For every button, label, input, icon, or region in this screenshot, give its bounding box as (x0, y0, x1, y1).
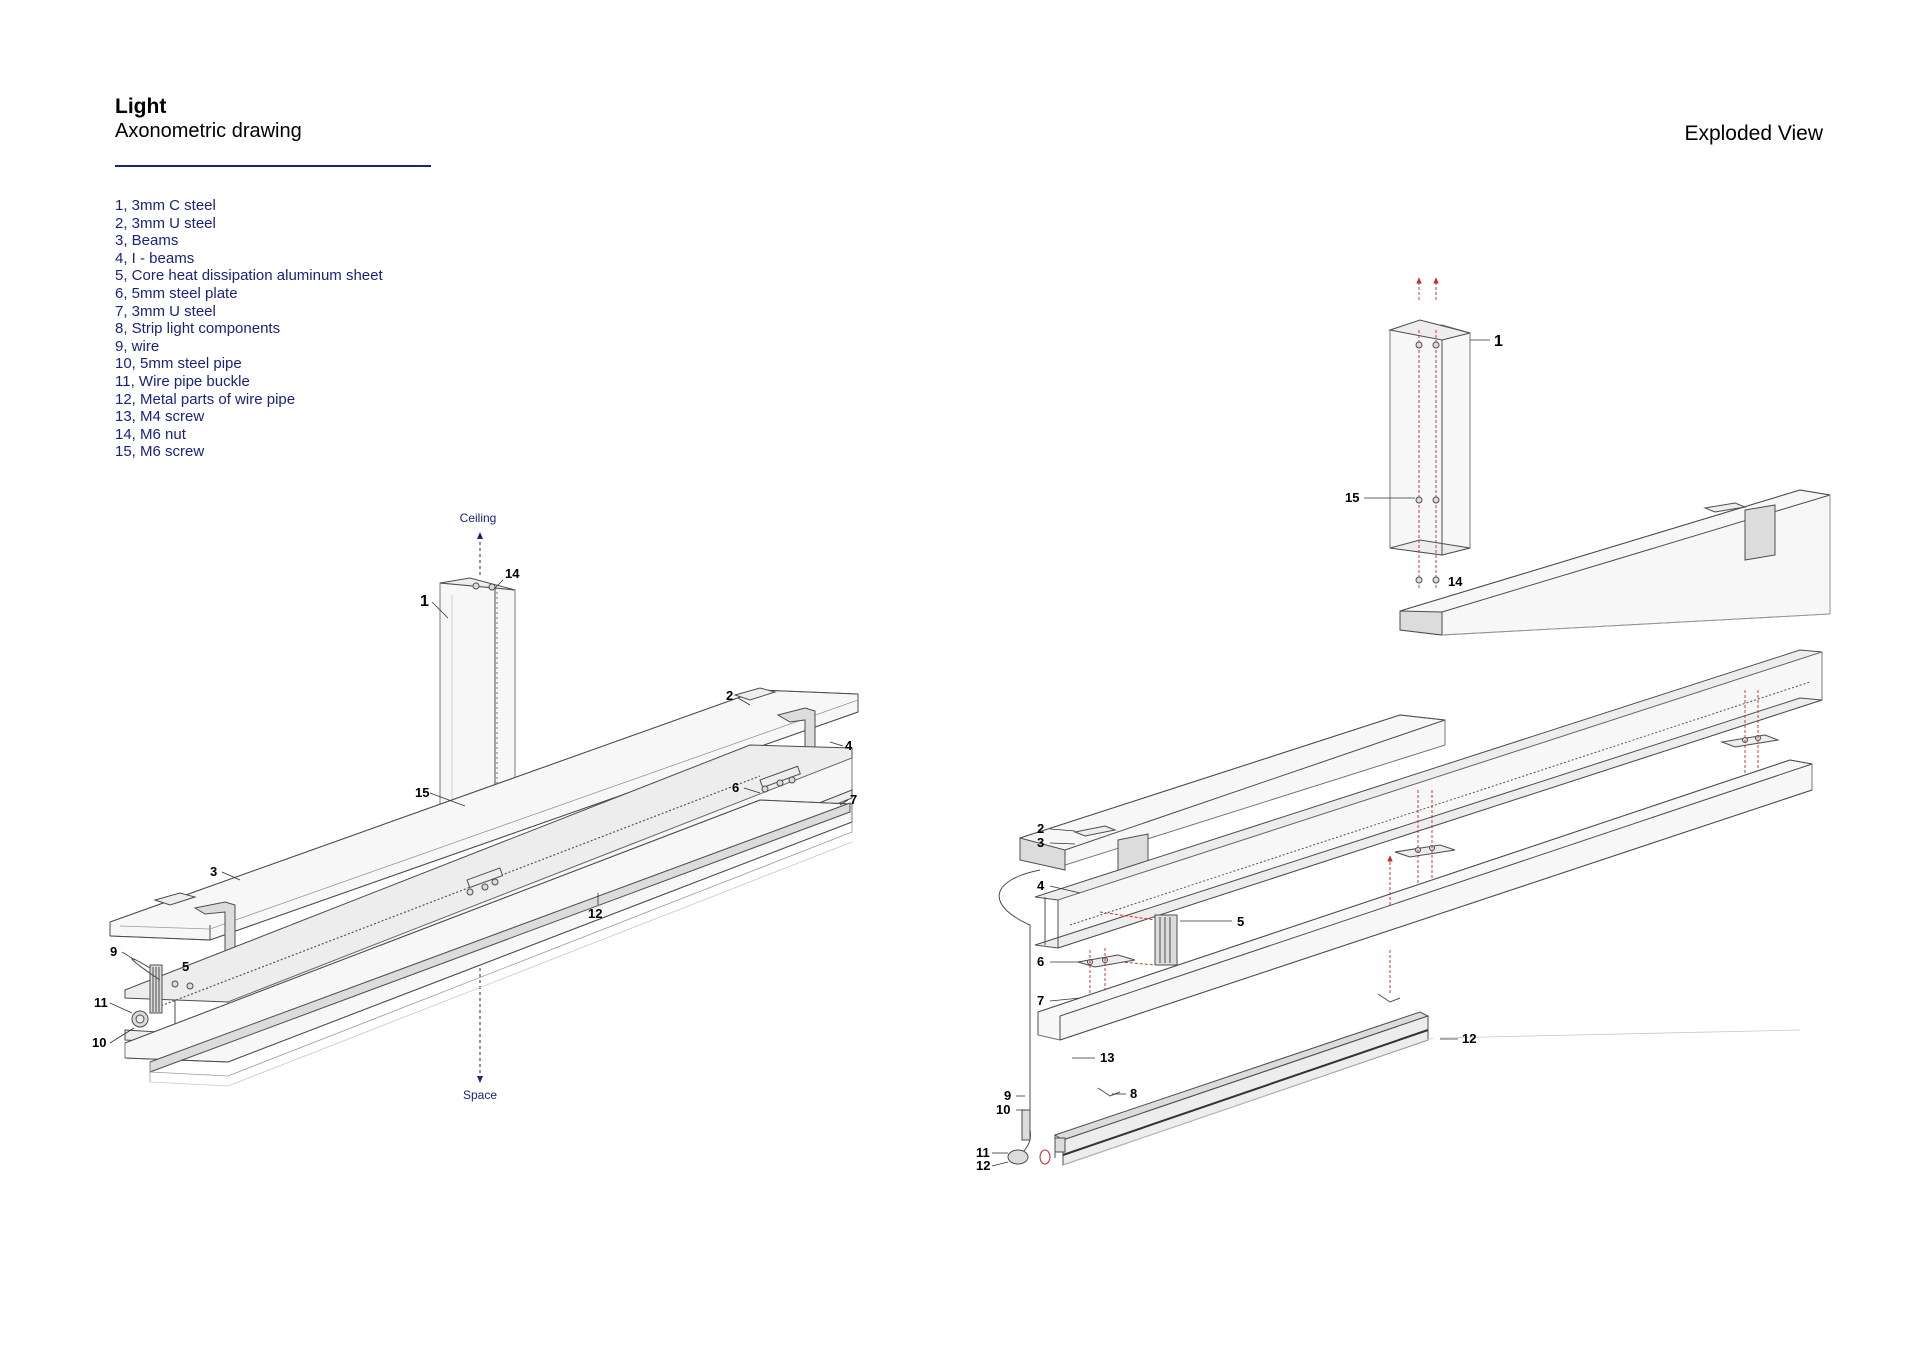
i-beam (1034, 649, 1823, 949)
callout-label: 10 (92, 1035, 106, 1050)
callout-label: 1 (1494, 333, 1503, 350)
legend-item: 13, M4 screw (115, 408, 205, 426)
heat-sheet (149, 964, 163, 1014)
legend-item: 3, Beams (115, 232, 179, 250)
callout-label: 8 (1130, 1086, 1137, 1101)
space-label: Space (463, 1088, 497, 1102)
callout-label: 7 (1037, 993, 1044, 1008)
exploded-callouts: 1 15 14 2 3 4 5 6 7 13 8 12 9 10 (976, 333, 1503, 1173)
legend-item: 5, Core heat dissipation aluminum sheet (115, 267, 383, 285)
callout-label: 1 (420, 593, 429, 610)
legend: 1, 3mm C steel 2, 3mm U steel 3, Beams 4… (115, 197, 383, 461)
callout-label: 5 (1237, 914, 1244, 929)
steel-plates (1077, 690, 1780, 1000)
callout-label: 9 (110, 944, 117, 959)
legend-item: 4, I - beams (115, 249, 195, 267)
title-rule (115, 165, 431, 167)
callout-label: 7 (850, 792, 857, 807)
callout-label: 12 (588, 906, 602, 921)
legend-item: 1, 3mm C steel (115, 197, 216, 214)
callout-label: 6 (1037, 954, 1044, 969)
legend-item: 10, 5mm steel pipe (115, 355, 242, 373)
ceiling-label: Ceiling (460, 511, 497, 525)
header: Light Axonometric drawing (115, 95, 302, 143)
lower-channel (124, 799, 853, 1087)
callout-label: 3 (210, 864, 217, 879)
callout-label: 4 (845, 738, 853, 753)
callout-label: 15 (415, 785, 429, 800)
page-subtitle: Axonometric drawing (115, 120, 302, 142)
callout-label: 15 (1345, 490, 1359, 505)
lamp-strip (1053, 855, 1801, 1166)
callout-label: 4 (1037, 878, 1045, 893)
callout-label: 12 (1462, 1031, 1476, 1046)
legend-item: 8, Strip light components (115, 320, 281, 338)
page-title: Light (115, 95, 167, 118)
callout-label: 5 (182, 959, 189, 974)
exploded-drawing: 1 15 14 2 3 4 5 6 7 13 8 12 9 10 (976, 277, 1831, 1173)
callout-label: 11 (94, 995, 108, 1010)
c-steel-hanger (1388, 319, 1471, 590)
wire-assembly (998, 869, 1051, 1165)
assembled-callouts: 1 14 2 4 15 6 7 3 12 9 5 11 10 (92, 566, 857, 1050)
heat-sheet (1099, 911, 1178, 966)
legend-item: 12, Metal parts of wire pipe (115, 390, 296, 408)
assembled-drawing: Ceiling Space (92, 511, 859, 1102)
callout-label: 14 (1448, 574, 1463, 589)
legend-item: 14, M6 nut (115, 425, 186, 443)
legend-item: 15, M6 screw (115, 443, 205, 461)
callout-label: 9 (1004, 1088, 1011, 1103)
callout-label: 14 (505, 566, 520, 581)
callout-label: 3 (1037, 835, 1044, 850)
callout-label: 6 (732, 780, 739, 795)
steel-plates (171, 765, 801, 990)
legend-item: 6, 5mm steel plate (115, 284, 238, 302)
callout-label: 10 (996, 1102, 1010, 1117)
legend-item: 11, Wire pipe buckle (115, 372, 250, 390)
legend-item: 2, 3mm U steel (115, 214, 216, 232)
callout-label: 12 (976, 1158, 990, 1173)
callout-label: 2 (1037, 821, 1044, 836)
callout-label: 2 (726, 688, 733, 703)
callout-label: 11 (976, 1145, 990, 1160)
exploded-view-title: Exploded View (1684, 122, 1823, 145)
callout-label: 13 (1100, 1050, 1114, 1065)
legend-item: 7, 3mm U steel (115, 302, 216, 320)
legend-item: 9, wire (115, 337, 160, 355)
u-steel-channel (1037, 759, 1813, 1041)
